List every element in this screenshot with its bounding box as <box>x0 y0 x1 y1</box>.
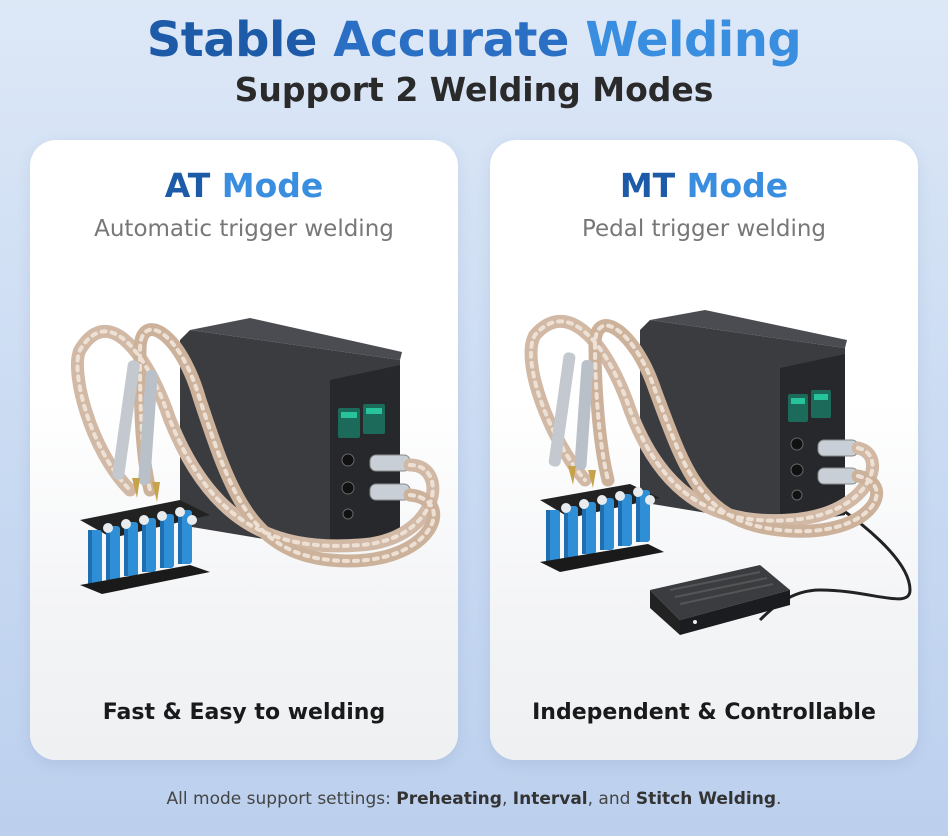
footer-note: All mode support settings: Preheating, I… <box>0 789 948 809</box>
battery-pack-icon <box>540 484 664 572</box>
at-mode-title: AT Mode <box>30 166 458 205</box>
footer-setting-stitch: Stitch Welding <box>635 789 777 809</box>
spot-welder-mt-illustration <box>524 310 912 635</box>
footer-suffix: . <box>776 789 782 809</box>
at-mode-tagline: Fast & Easy to welding <box>102 700 386 725</box>
mt-mode-card: MT Mode Pedal trigger welding <box>490 140 918 760</box>
headline-word-1: Stable <box>146 12 318 68</box>
welding-pens-icon <box>112 360 160 502</box>
at-mode-card: AT Mode Automatic trigger welding <box>30 140 458 760</box>
welding-cables-icon <box>70 323 441 568</box>
spot-welder-device-icon <box>640 310 859 526</box>
spot-welder-at-illustration <box>70 318 441 594</box>
mt-mode-word: Mode <box>686 166 789 205</box>
at-mode-description: Automatic trigger welding <box>94 216 394 242</box>
at-mode-word: Mode <box>221 166 324 205</box>
page-subtitle: Support 2 Welding Modes <box>234 70 714 109</box>
footer-setting-preheating: Preheating <box>396 789 502 809</box>
welding-cables-icon <box>524 314 883 538</box>
mt-mode-abbr: MT <box>619 166 676 205</box>
footer-setting-interval: Interval <box>512 789 588 809</box>
at-mode-abbr: AT <box>164 166 211 205</box>
battery-pack-icon <box>80 500 210 594</box>
footer-prefix: All mode support settings: <box>166 789 397 809</box>
footer-sep-1: , <box>501 789 513 809</box>
mt-mode-tagline: Independent & Controllable <box>532 700 876 725</box>
welding-pens-icon <box>548 352 596 488</box>
foot-pedal-icon <box>650 565 790 635</box>
mt-mode-description: Pedal trigger welding <box>581 216 827 242</box>
page-headline: Stable Accurate Welding <box>0 12 948 68</box>
mt-mode-title: MT Mode <box>490 166 918 205</box>
headline-word-2: Accurate <box>333 12 569 68</box>
headline-word-3: Welding <box>585 12 802 68</box>
footer-sep-2: , and <box>587 789 636 809</box>
